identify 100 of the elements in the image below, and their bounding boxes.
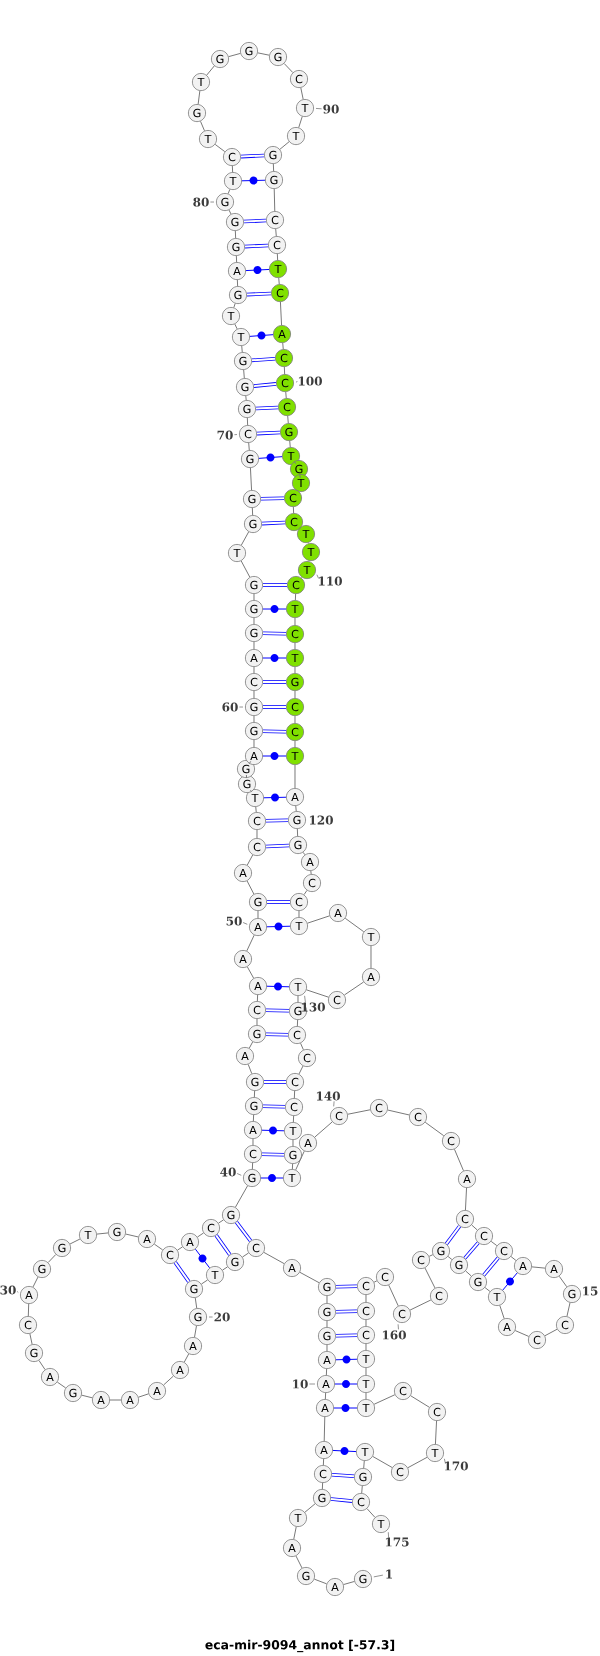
base-pair-line — [265, 818, 289, 823]
backbone-line — [272, 163, 275, 172]
backbone-line — [246, 934, 255, 952]
backbone-line — [365, 1343, 367, 1351]
backbone-line — [256, 994, 259, 1002]
backbone-line — [163, 1375, 174, 1386]
base-pair-line — [250, 356, 276, 363]
backbone-line — [197, 1232, 204, 1238]
position-number: 100 — [295, 376, 322, 386]
base-pair-line — [260, 496, 285, 501]
backbone-line — [464, 1187, 468, 1211]
backbone-line — [201, 1279, 208, 1285]
backbone-line — [256, 829, 258, 839]
base-pair-line — [263, 793, 287, 802]
backbone-line — [276, 253, 279, 261]
base-pair-line — [330, 1472, 355, 1479]
backbone-line — [228, 209, 232, 215]
backbone-line — [296, 1019, 299, 1027]
base-pair-line — [334, 1380, 358, 1388]
backbone-line — [32, 1276, 39, 1288]
backbone-line — [294, 764, 296, 789]
backbone-line — [285, 391, 287, 399]
backbone-line — [240, 560, 251, 578]
position-number: 20 — [208, 1312, 230, 1322]
backbone-line — [298, 116, 303, 128]
backbone-line — [47, 1254, 57, 1263]
backbone-line — [246, 417, 249, 426]
backbone-line — [454, 1148, 464, 1172]
position-number: 160 — [382, 1323, 406, 1340]
position-number: 130 — [301, 995, 325, 1012]
base-pair-line — [245, 266, 270, 274]
backbone-line — [245, 774, 248, 779]
backbone-line — [200, 120, 205, 132]
backbone-line — [183, 1353, 190, 1363]
backbone-line — [514, 1330, 530, 1337]
backbone-line — [257, 52, 270, 56]
backbone-line — [257, 910, 259, 919]
base-pair-line — [266, 982, 290, 991]
backbone-line — [240, 531, 250, 546]
backbone-line — [256, 1018, 258, 1026]
backbone-line — [365, 1367, 367, 1376]
caption: eca-mir-9094_annot [-57.3] — [205, 1639, 395, 1653]
backbone-line — [228, 52, 241, 58]
backbone-line — [499, 1305, 505, 1319]
backbone-line — [248, 1041, 254, 1049]
backbone-line — [291, 1163, 294, 1170]
backbone-line — [253, 739, 255, 748]
backbone-line — [294, 740, 296, 748]
backbone-line — [250, 789, 252, 793]
backbone-line — [253, 1090, 256, 1098]
backbone-line — [275, 228, 277, 237]
backbone-line — [282, 342, 284, 350]
backbone-line — [246, 854, 254, 866]
backbone-line — [56, 1381, 67, 1389]
base-pair-line — [252, 382, 278, 388]
base-pair-line — [262, 605, 287, 613]
backbone-line — [249, 467, 253, 491]
backbone-line — [465, 1270, 472, 1277]
backbone-line — [245, 395, 247, 401]
base-pair-line — [261, 1126, 285, 1135]
base-pair-line — [258, 453, 283, 462]
backbone-line — [295, 1555, 303, 1569]
backbone-line — [372, 1455, 393, 1469]
backbone-line — [373, 1394, 396, 1405]
backbone-line — [214, 143, 226, 153]
backbone-line — [299, 473, 301, 479]
position-number: 80 — [193, 197, 215, 207]
base-pair-line — [265, 1008, 290, 1013]
base-pair-line — [256, 430, 281, 436]
base-pair-line — [262, 752, 287, 760]
backbone-line — [177, 1246, 183, 1251]
backbone-line — [27, 1303, 30, 1317]
base-pair-line — [255, 405, 279, 411]
backbone-line — [289, 440, 291, 448]
base-pair-line — [262, 654, 287, 662]
backbone-line — [544, 1328, 558, 1337]
backbone-line — [293, 460, 297, 465]
backbone-line — [206, 65, 215, 76]
base-pair-line — [335, 1333, 358, 1338]
backbone-line — [283, 366, 286, 375]
backbone-line — [197, 90, 201, 105]
backbone-line — [283, 63, 294, 73]
backbone-line — [293, 1526, 297, 1540]
backbone-line — [29, 1333, 33, 1345]
backbone-line — [247, 1063, 253, 1075]
backbone-line — [484, 1287, 491, 1292]
base-pair-line — [262, 631, 287, 636]
backbone-line — [294, 666, 296, 674]
backbone-line — [248, 760, 252, 765]
backbone-line — [246, 966, 255, 979]
backbone-line — [96, 1232, 109, 1235]
base-pair-line — [262, 705, 287, 709]
backbone-line — [325, 1368, 328, 1376]
backbone-line — [242, 1252, 249, 1258]
backbone-line — [344, 917, 365, 933]
backbone-line — [366, 1508, 376, 1518]
base-pair-line — [194, 1248, 211, 1269]
base-pair-line — [262, 680, 287, 684]
backbone-line — [304, 1503, 316, 1513]
backbone-line — [253, 690, 255, 699]
